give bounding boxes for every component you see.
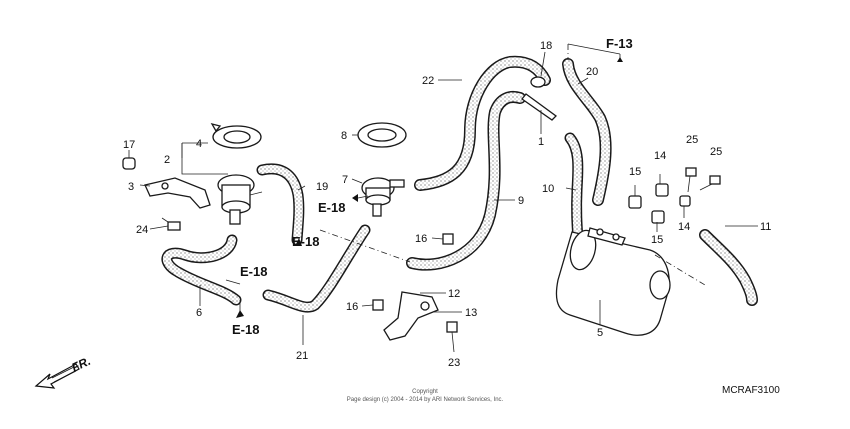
ref-f13: F-13: [606, 36, 633, 51]
label-p25a: 25: [686, 134, 698, 146]
reference-codes: E-18 E-18 E-18 E-18 F-13: [232, 36, 633, 337]
valve-2: [217, 174, 263, 225]
label-p3: 3: [128, 181, 134, 193]
label-p24: 24: [136, 224, 148, 236]
bolt-16a: [442, 233, 454, 245]
valve-7: [361, 177, 405, 217]
label-p25b: 25: [710, 146, 722, 158]
hose-21: [262, 224, 371, 313]
label-p14b: 14: [678, 221, 690, 233]
label-p16b: 16: [346, 301, 358, 313]
label-p11: 11: [760, 221, 771, 233]
clip-18: [530, 76, 546, 88]
front-direction-arrow: FR.: [34, 354, 93, 389]
clamp-4: [210, 122, 262, 149]
label-p12: 12: [448, 288, 460, 300]
ref-e18-d: E-18: [232, 322, 259, 337]
label-p6: 6: [196, 307, 202, 319]
hose-10: [564, 132, 584, 246]
bolt-24: [161, 217, 181, 231]
label-p10: 10: [542, 183, 554, 195]
collar-15b: [651, 210, 665, 224]
copyright-line-1: Copyright: [412, 389, 438, 395]
hose-6: [161, 234, 242, 306]
collar-14b: [679, 195, 691, 207]
label-p5: 5: [597, 327, 603, 339]
hose-19: [256, 163, 305, 246]
label-p21: 21: [296, 350, 308, 362]
cap-17: [122, 157, 136, 170]
label-p14a: 14: [654, 150, 666, 162]
label-p2: 2: [164, 154, 170, 166]
bolt-23: [446, 321, 458, 333]
bolt-16b: [372, 299, 384, 311]
label-p7: 7: [342, 174, 348, 186]
label-p1: 1: [538, 136, 544, 148]
hose-11: [699, 229, 758, 306]
bracket-3: [144, 177, 211, 209]
label-p9: 9: [518, 195, 524, 207]
copyright-line-2: Page design (c) 2004 - 2014 by ARI Netwo…: [347, 397, 504, 403]
collar-15a: [628, 195, 642, 209]
label-p15a: 15: [629, 166, 641, 178]
ref-e18-a: E-18: [318, 200, 345, 215]
connector-1: [521, 93, 557, 121]
diagram-code: MCRAF3100: [722, 385, 780, 396]
canister-5: [555, 227, 671, 336]
label-p19: 19: [316, 181, 328, 193]
front-direction-label: FR.: [69, 354, 92, 375]
label-p16a: 16: [415, 233, 427, 245]
label-p17: 17: [123, 139, 135, 151]
label-p23: 23: [448, 357, 460, 369]
label-p22: 22: [422, 75, 434, 87]
label-p8: 8: [341, 130, 347, 142]
clamp-8: [357, 122, 407, 148]
leader-lines: [128, 43, 758, 353]
bolt-25a: [685, 167, 697, 193]
bolt-25b: [699, 175, 721, 191]
hose-9: [406, 90, 526, 271]
bracket-12-13: [383, 291, 439, 341]
label-p20: 20: [586, 66, 598, 78]
hose-22: [414, 55, 551, 191]
label-p15b: 15: [651, 234, 663, 246]
collar-14a: [655, 183, 669, 197]
ref-e18-c: E-18: [240, 264, 267, 279]
ref-e18-b: E-18: [292, 234, 319, 249]
label-p18: 18: [540, 40, 552, 52]
hose-20: [562, 58, 612, 206]
part-number-labels: 1 2 3 4 5 6 7 8 9 10 11 12 13 14 14 15 1…: [123, 40, 771, 369]
label-p4: 4: [196, 138, 202, 150]
label-p13: 13: [465, 307, 477, 319]
